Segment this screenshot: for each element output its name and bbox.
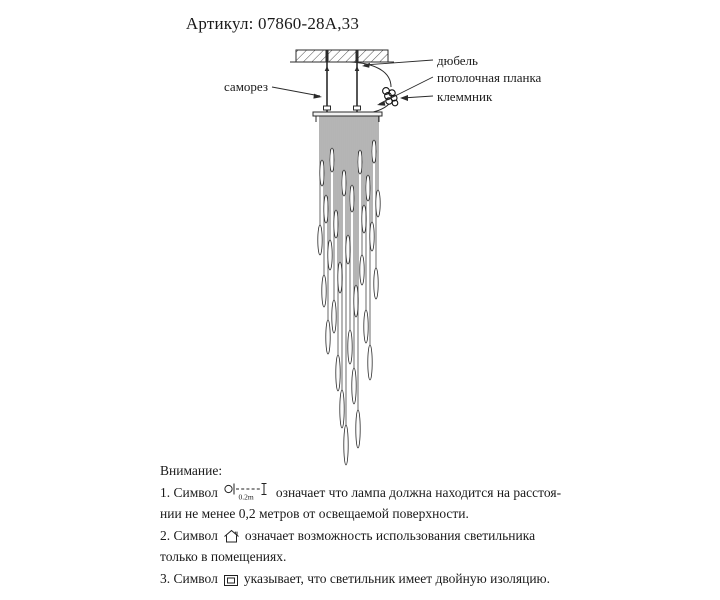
dowel-marks [325, 50, 359, 62]
screw-rods [323, 62, 361, 112]
distance-symbol-icon: 0.2m [223, 481, 271, 501]
note-1: 1. Символ 0.2m означает что лампа должна… [160, 481, 605, 503]
notes-block: Внимание: 1. Символ 0.2m означает что ла… [160, 460, 605, 589]
note-2: 2. Символ означает возможность использов… [160, 525, 605, 546]
note-2-prefix: 2. Символ [160, 528, 218, 543]
notes-heading: Внимание: [160, 463, 223, 478]
cascade-cables [317, 116, 381, 466]
note-1-prefix: 1. Символ [160, 485, 218, 500]
terminal-block [382, 87, 399, 107]
callout-ceiling-plate: потолочная планка [437, 70, 542, 85]
note-2-continued: только в помещениях. [160, 549, 287, 564]
note-3-prefix: 3. Символ [160, 571, 218, 586]
note-2-suffix: означает возможность использования свети… [244, 528, 536, 543]
double-insulation-icon [223, 574, 239, 587]
page-title: Артикул: 07860-28А,33 [185, 14, 360, 33]
note-1-suffix: означает что лампа должна находится на р… [275, 485, 562, 500]
note-3-suffix: указывает, что светильник имеет двойную … [243, 571, 550, 586]
note-3: 3. Символ указывает, что светильник имее… [160, 568, 605, 589]
ceiling-plate [290, 49, 394, 63]
note-1-continued: нии не менее 0,2 метров от освещаемой по… [160, 506, 469, 521]
leader-arrowheads [313, 62, 408, 106]
house-icon [223, 529, 240, 544]
callout-dowel: дюбель [437, 53, 478, 68]
leader-lines [271, 59, 434, 105]
callout-screw: саморез [224, 79, 268, 94]
distance-symbol-label: 0.2m [238, 493, 253, 502]
callout-terminal: клеммник [437, 89, 493, 104]
mounting-bar [312, 111, 383, 122]
